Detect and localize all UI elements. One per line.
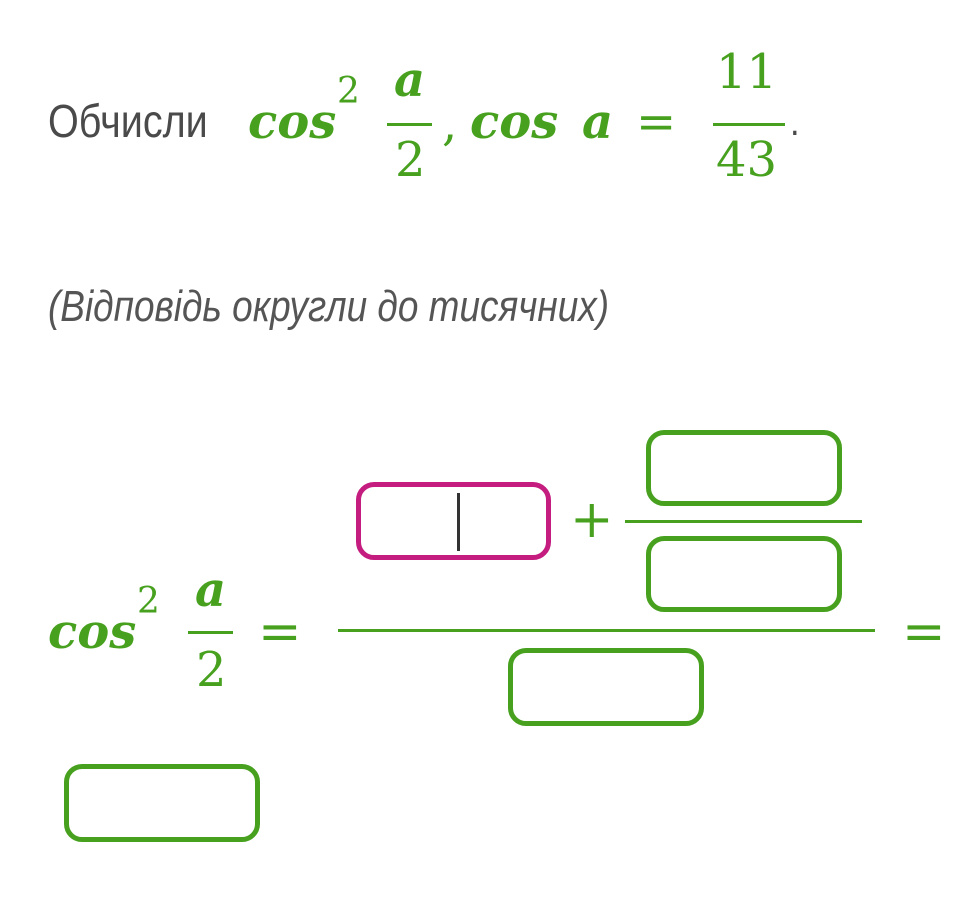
task-prompt-label: Обчисли [48,95,208,147]
rounding-hint: (Відповідь округли до тисячних) [48,282,610,331]
main-fraction-bar [338,629,875,632]
task-expr-fraction-numerator: a [394,52,426,108]
denominator-input[interactable] [508,648,704,726]
task-period: . [790,100,800,144]
numerator-first-input[interactable] [356,482,551,560]
task-given-fraction-bar [713,123,785,126]
task-given-cos: cos [470,94,559,150]
task-given-denominator: 43 [716,132,778,188]
plus-sign: + [570,490,614,550]
task-expr-superscript: 2 [337,71,360,112]
text-caret [457,493,460,551]
task-given-variable: a [582,94,614,150]
numerator-fraction-bottom-input[interactable] [646,536,842,612]
numerator-fraction-top-input[interactable] [646,430,842,506]
inner-fraction-bar [625,520,862,523]
lhs-fraction-bar [188,631,233,634]
task-expr-cos: cos [248,94,337,150]
task-comma: , [442,96,458,152]
lhs-fraction-numerator: a [195,562,227,618]
lhs-equals-sign: = [258,602,302,662]
task-equals-sign: = [636,94,677,150]
result-input[interactable] [64,764,260,842]
task-expr-fraction-denominator: 2 [395,132,426,188]
task-given-numerator: 11 [716,44,778,100]
lhs-superscript: 2 [137,581,160,622]
lhs-cos: cos [48,604,137,660]
task-expr-fraction-bar [387,123,432,126]
trailing-equals-sign: = [902,602,946,662]
lhs-fraction-denominator: 2 [196,642,227,698]
